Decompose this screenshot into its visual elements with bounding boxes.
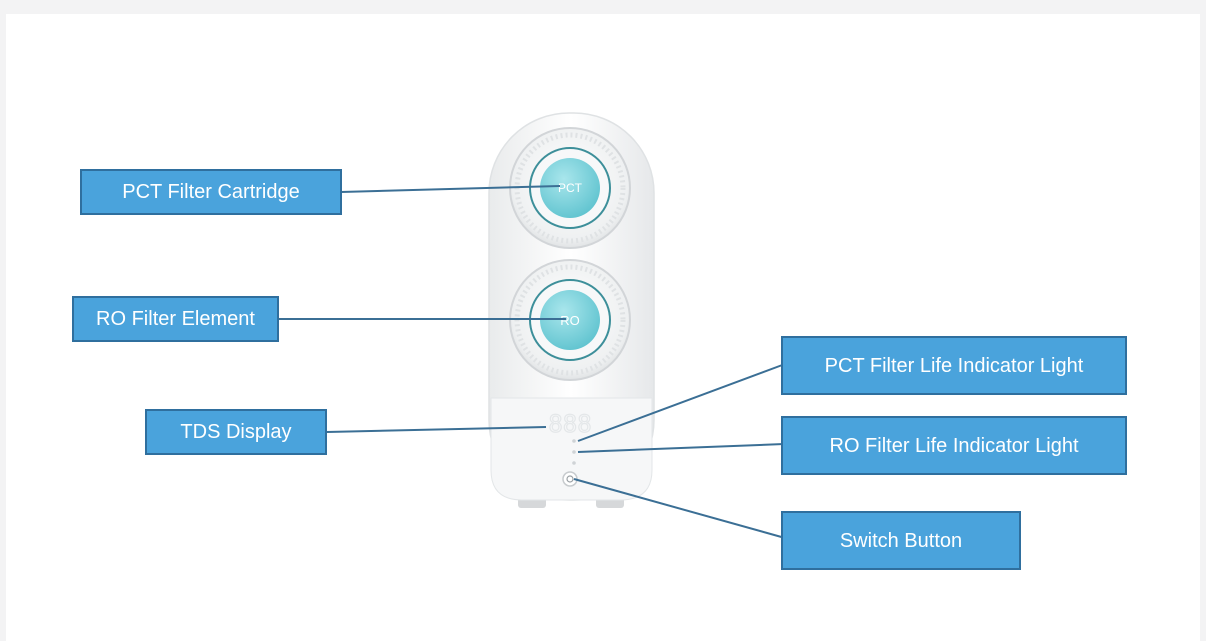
power-icon <box>566 475 574 483</box>
callout-ro-filter-element: RO Filter Element <box>72 296 279 342</box>
pct-life-indicator-light <box>572 439 576 443</box>
leader-line-ro-filter-life <box>577 443 785 453</box>
ro-filter-knob <box>509 259 631 381</box>
callout-pct-filter-life-indicator: PCT Filter Life Indicator Light <box>781 336 1127 395</box>
pct-cap-label: PCT <box>558 181 583 195</box>
ro-cap <box>540 290 600 350</box>
spare-indicator-light <box>572 461 576 465</box>
tds-display-digits: 888 <box>548 410 591 438</box>
ro-life-indicator-light <box>572 450 576 454</box>
pct-cap <box>540 158 600 218</box>
device-front-panel <box>490 397 653 501</box>
leader-line-switch-button <box>573 478 786 539</box>
callout-tds-display: TDS Display <box>145 409 327 455</box>
callout-pct-filter-cartridge: PCT Filter Cartridge <box>80 169 342 215</box>
callout-switch-button: Switch Button <box>781 511 1021 570</box>
leader-line-pct-filter-cartridge <box>340 185 561 193</box>
leader-line-pct-filter-life <box>577 363 786 442</box>
leader-line-tds-display <box>326 426 547 433</box>
callout-ro-filter-life-indicator: RO Filter Life Indicator Light <box>781 416 1127 475</box>
ro-cap-label: RO <box>560 313 580 328</box>
